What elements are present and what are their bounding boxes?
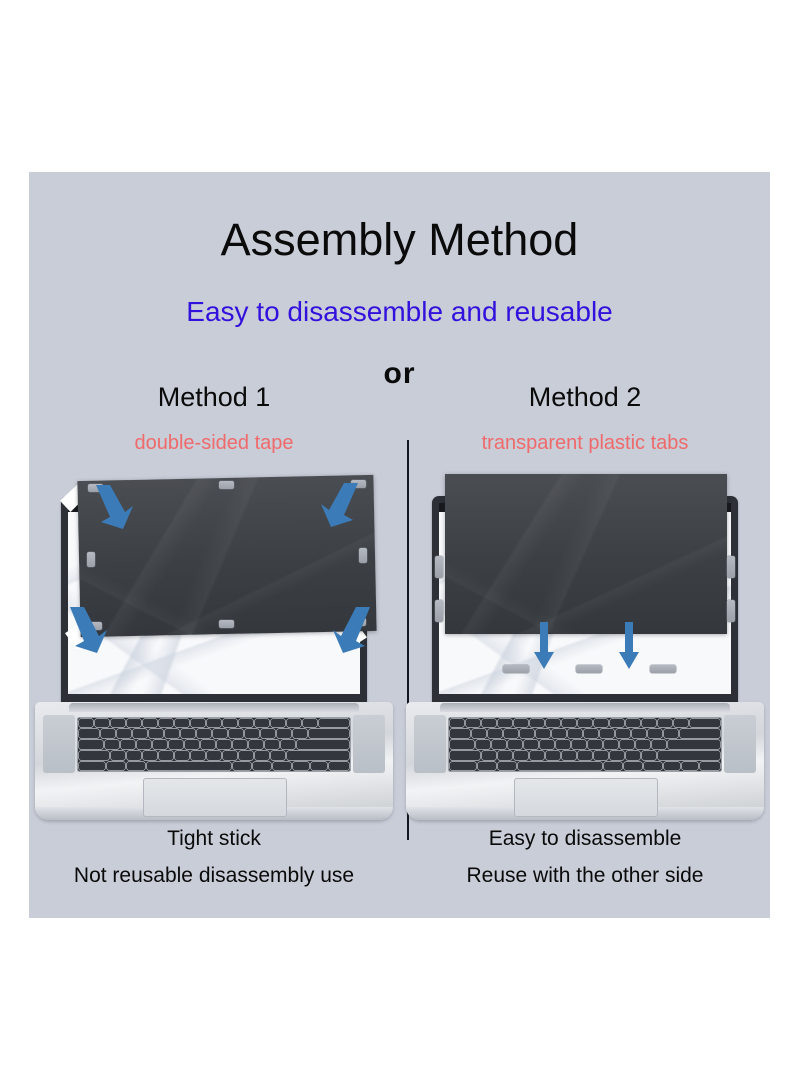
method-2-illustration [400,472,770,822]
page-title: Assembly Method [220,214,579,265]
arrow-down-right-icon [619,622,639,669]
plastic-tab-bottom-right [650,665,676,673]
speaker-grille-left [43,715,75,773]
assembly-method-infographic: Assembly Method Easy to disassemble and … [29,172,770,918]
arrow-top-left-icon [96,485,133,529]
plastic-tab-left-upper [435,556,443,578]
plastic-tab-right-upper [727,556,735,578]
method-2-caption-2: Reuse with the other side [466,864,704,887]
speaker-grille-left [414,715,446,773]
speaker-grille-right [724,715,756,773]
plastic-tab-bottom-left [503,665,529,673]
arrow-bottom-left-icon [70,607,107,653]
method-2-attachment-label: transparent plastic tabs [481,432,689,454]
tape-tab-top-left [88,484,103,492]
tape-tab-top-center [219,481,234,489]
method-1-caption-1: Tight stick [167,827,261,850]
tape-tab-bottom-left [87,622,102,630]
speaker-grille-right [353,715,385,773]
method-1-attachment-label: double-sided tape [134,432,294,454]
arrow-down-left-icon [534,622,554,669]
plastic-tab-left-lower [435,600,443,622]
laptop-hinge [69,703,359,712]
method-1-label: Method 1 [157,382,271,412]
method-2-caption-1: Easy to disassemble [488,827,682,850]
plastic-tab-bottom-center [576,665,602,673]
method-1-column: Method 1 double-sided tape [29,172,399,918]
laptop-deck [406,702,764,820]
page-subtitle: Easy to disassemble and reusable [186,296,613,327]
tape-tab-bottom-center [219,620,234,628]
arrow-bottom-right-icon [333,607,370,653]
tape-tab-top-right [351,480,366,488]
tape-tab-mid-left [87,552,95,567]
method-1-illustration [29,472,399,822]
arrow-top-right-icon [321,483,358,527]
privacy-filter-panel [445,474,727,634]
plastic-tab-right-lower [727,600,735,622]
tape-tab-mid-right [359,548,367,563]
method-2-column: Method 2 transparent plastic tabs [400,172,770,918]
method-2-label: Method 2 [528,382,642,412]
column-divider [407,440,409,840]
laptop-keyboard [77,717,351,772]
laptop-trackpad [514,778,658,817]
laptop-deck [35,702,393,820]
laptop-keyboard [448,717,722,772]
or-connector-label: or [383,357,416,390]
method-1-caption-2: Not reusable disassembly use [73,864,355,887]
laptop-trackpad [143,778,287,817]
laptop-hinge [440,703,730,712]
